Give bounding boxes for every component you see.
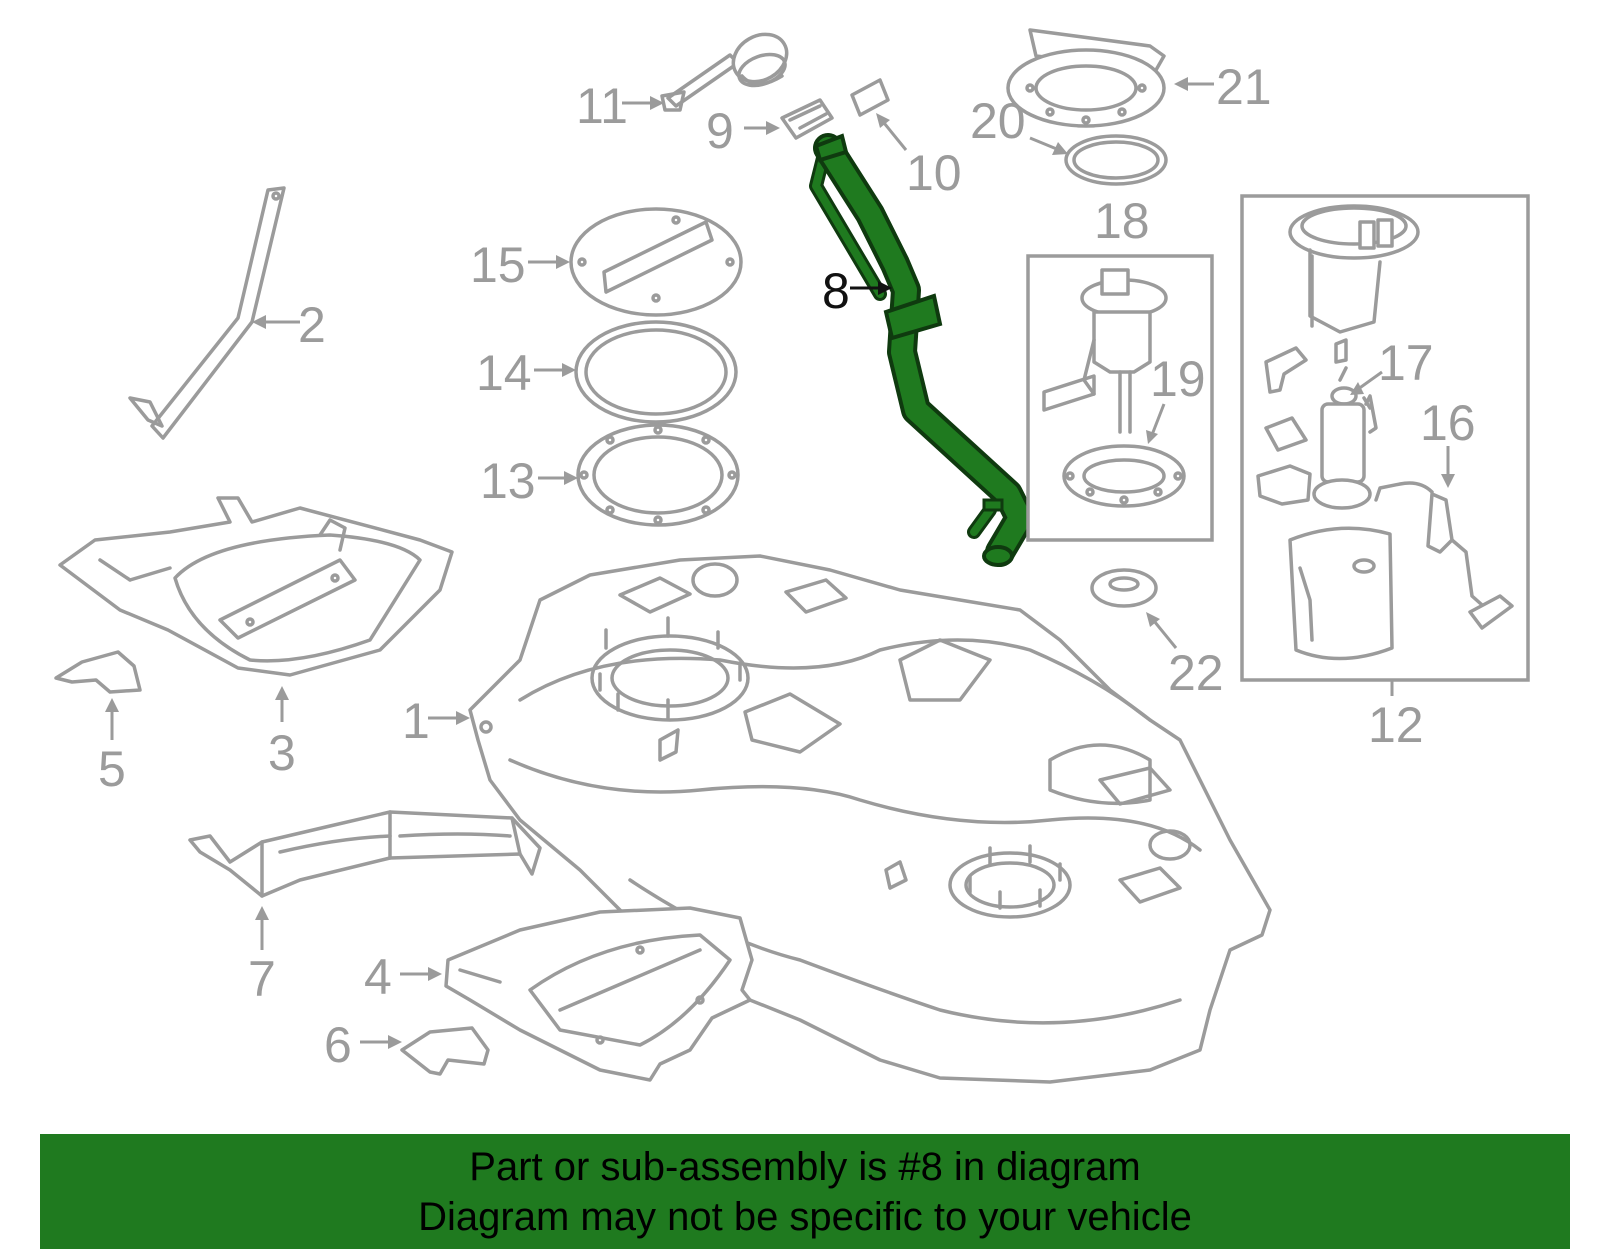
part-13-ring [576, 423, 740, 527]
banner-line-1: Part or sub-assembly is #8 in diagram [469, 1144, 1141, 1189]
part-8-filler-pipe [809, 133, 1035, 567]
callout-20: 20 [970, 93, 1026, 149]
part-10-label [850, 78, 890, 117]
part-14-gasket [574, 320, 738, 424]
callout-22: 22 [1168, 645, 1224, 701]
part-21-cover-plate [1006, 28, 1166, 128]
callout-8: 8 [822, 263, 850, 319]
part-20-o-ring [1064, 134, 1168, 186]
part-5-bracket [54, 650, 142, 694]
callout-19: 19 [1150, 351, 1206, 407]
callout-13: 13 [480, 453, 536, 509]
callout-9: 9 [706, 103, 734, 159]
part-3-heat-shield [58, 496, 454, 677]
part-9-bracket [780, 98, 834, 140]
part-7-tube-shield [188, 810, 542, 898]
callout-7: 7 [248, 951, 276, 1007]
info-banner: Part or sub-assembly is #8 in diagram Di… [40, 1134, 1570, 1249]
callout-11: 11 [576, 78, 628, 134]
callout-1: 1 [402, 693, 430, 749]
callout-17: 17 [1378, 335, 1434, 391]
callout-16: 16 [1420, 395, 1476, 451]
part-4-lower-shield [444, 906, 754, 1082]
callout-14: 14 [476, 345, 532, 401]
part-22-gasket [1090, 568, 1158, 608]
callout-15: 15 [470, 237, 526, 293]
part-18-sender [1042, 268, 1168, 434]
callout-10: 10 [906, 145, 962, 201]
callout-21: 21 [1216, 59, 1272, 115]
part-12-pump-module [1256, 204, 1514, 661]
callout-12: 12 [1368, 697, 1424, 753]
part-15-plate [569, 207, 743, 317]
part-19-gasket [1062, 444, 1186, 508]
callout-4: 4 [364, 949, 392, 1005]
callout-5: 5 [98, 741, 126, 797]
banner-line-2: Diagram may not be specific to your vehi… [418, 1194, 1192, 1239]
callout-6: 6 [324, 1017, 352, 1073]
part-6-bracket [400, 1026, 490, 1076]
part-2-strap [128, 186, 286, 440]
callout-18: 18 [1094, 193, 1150, 249]
callout-2: 2 [298, 297, 326, 353]
part-11-fuel-cap [660, 32, 789, 112]
callout-3: 3 [268, 725, 296, 781]
